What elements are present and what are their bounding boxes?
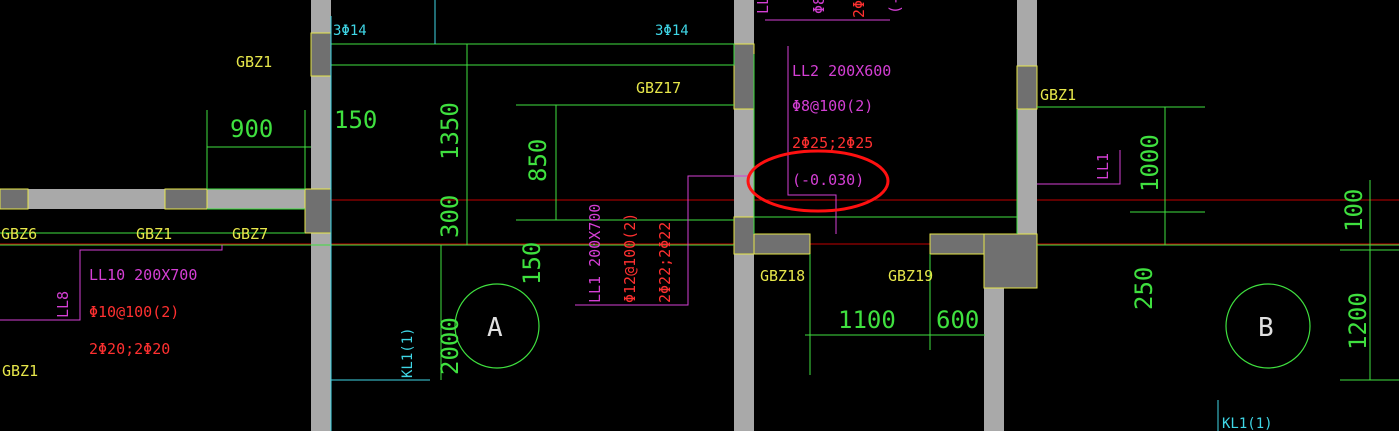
ll10-bars: 2Φ20;2Φ20 <box>89 340 170 358</box>
dim-2000: 2000 <box>436 317 464 375</box>
dim-1200: 1200 <box>1344 292 1372 350</box>
label-gbz19: GBZ19 <box>888 267 933 285</box>
cyan-lines <box>330 0 1219 431</box>
ll2-title: LL2 200X600 <box>792 62 891 80</box>
wall-right-vertical <box>1017 0 1037 250</box>
ll10-stirrup: Φ10@100(2) <box>89 303 179 321</box>
label-gbz6: GBZ6 <box>1 225 37 243</box>
dim-1000: 1000 <box>1136 134 1164 192</box>
dim-600: 600 <box>936 306 979 334</box>
axis-a-label: A <box>487 313 503 343</box>
axis-b-label: B <box>1258 313 1274 343</box>
dim-900: 900 <box>230 115 273 143</box>
wall-right-lower <box>984 250 1004 431</box>
dim-100: 100 <box>1340 189 1368 232</box>
leader-lines <box>0 19 1121 321</box>
dim-1100: 1100 <box>838 306 896 334</box>
dim-150-left: 150 <box>518 242 546 285</box>
ll8-label: LL8 <box>54 291 72 318</box>
dim-1350: 1350 <box>436 102 464 160</box>
label-gbz1-b: GBZ1 <box>1040 86 1076 104</box>
boundary-columns <box>0 32 1038 289</box>
wall-left-horizontal <box>0 189 321 209</box>
highlight-ellipse <box>746 149 890 213</box>
label-gbz18: GBZ18 <box>760 267 805 285</box>
ll1-bars: 2Φ22;2Φ22 <box>656 222 674 303</box>
dimension-lines <box>206 44 1399 381</box>
kl1-label-a: KL1(1) <box>400 327 416 378</box>
ll1-right-label: LL1 <box>1094 153 1112 180</box>
top-cut-label-1: LL <box>754 0 772 14</box>
label-gbz1-a: GBZ1 <box>236 53 272 71</box>
ll1-stirrup: Φ12@100(2) <box>621 213 639 303</box>
dim-300: 300 <box>436 195 464 238</box>
dim-250: 250 <box>1130 267 1158 310</box>
axis-bubbles <box>454 283 1311 369</box>
ll1-title: LL1 200X700 <box>586 204 604 303</box>
kl1-label-b: KL1(1) <box>1222 416 1273 431</box>
label-gbz1-c: GBZ1 <box>136 225 172 243</box>
label-gbz17: GBZ17 <box>636 79 681 97</box>
rebar-top-left: 3Φ14 <box>333 23 367 39</box>
top-cut-label-3: 2Φ <box>850 0 868 18</box>
ll2-stirrup: Φ8@100(2) <box>792 97 873 115</box>
label-gbz7: GBZ7 <box>232 225 268 243</box>
ll2-elevation: (-0.030) <box>792 171 864 189</box>
rebar-top-right: 3Φ14 <box>655 23 689 39</box>
axis-a-circle <box>454 283 540 369</box>
dim-850: 850 <box>524 139 552 182</box>
label-gbz1-d: GBZ1 <box>2 362 38 380</box>
top-cut-label-4: (- <box>886 0 904 14</box>
dim-150-top: 150 <box>334 106 377 134</box>
axis-b-circle <box>1225 283 1311 369</box>
top-cut-label-2: Φ8 <box>810 0 828 14</box>
ll2-bars: 2Φ25;2Φ25 <box>792 134 873 152</box>
ll10-title: LL10 200X700 <box>89 266 197 284</box>
beam-lines <box>0 43 1399 246</box>
